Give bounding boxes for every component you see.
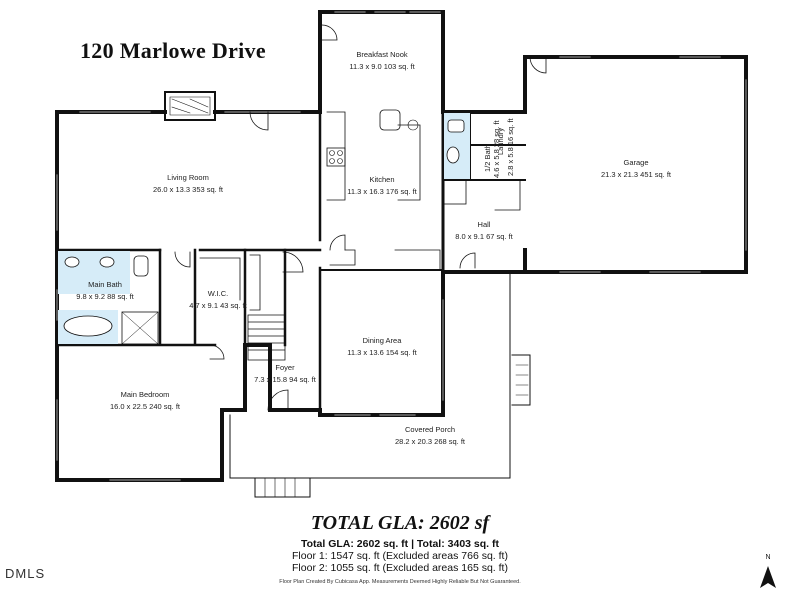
nook-door: [321, 24, 338, 41]
foyer-dims: 7.3 x 15.8 94 sq. ft: [254, 375, 317, 384]
hall-label: Hall: [478, 220, 491, 229]
front-door: [267, 389, 289, 411]
hall-dims: 8.0 x 9.1 67 sq. ft: [455, 232, 513, 241]
main-bath-label: Main Bath: [88, 280, 122, 289]
porch-steps: [254, 354, 531, 498]
wic-label: W.I.C.: [208, 289, 228, 298]
main-bath-sink-right: [99, 256, 115, 268]
breakfast-nook-label: Breakfast Nook: [356, 50, 408, 59]
breakfast-nook-dims: 11.3 x 9.0 103 sq. ft: [349, 62, 415, 71]
main-bath-toilet: [133, 255, 149, 277]
main-bedroom-dims: 16.0 x 22.5 240 sq. ft: [110, 402, 181, 411]
covered-porch-dims: 28.2 x 20.3 268 sq. ft: [395, 437, 466, 446]
living-room-door: [249, 111, 269, 131]
staircase: [247, 314, 286, 361]
property-address-title: 120 Marlowe Drive: [80, 38, 266, 63]
disclaimer: Floor Plan Created By Cubicasa App. Meas…: [279, 579, 521, 585]
main-bath-sink-left: [64, 256, 80, 268]
north-label: N: [765, 554, 771, 561]
closet-shelf: [249, 254, 261, 311]
garage-dims: 21.3 x 21.3 451 sq. ft: [601, 170, 672, 179]
step-lines: [264, 364, 529, 498]
covered-porch-label: Covered Porch: [405, 425, 455, 434]
floor-1-area: Floor 1: 1547 sq. ft (Excluded areas 766…: [292, 550, 508, 562]
fireplace: [164, 91, 216, 121]
wic-shelf: [199, 257, 241, 301]
dining-area-dims: 11.3 x 13.6 154 sq. ft: [347, 348, 417, 357]
living-room-dims: 26.0 x 13.3 353 sq. ft: [153, 185, 224, 194]
breakfast-table: [379, 109, 401, 131]
floor-2-area: Floor 2: 1055 sq. ft (Excluded areas 165…: [292, 562, 508, 574]
laundry-label: Laundry: [496, 128, 505, 155]
windows: [56, 11, 747, 481]
porch-outline: [221, 271, 511, 481]
half-bath-dims: 4.6 x 5.8 28 sq. ft: [492, 120, 501, 178]
main-bedroom-label: Main Bedroom: [121, 390, 170, 399]
bath-door: [174, 251, 191, 268]
hall-stair: [494, 179, 521, 211]
mls-watermark: DMLS: [5, 566, 46, 581]
range-cooktop: [326, 147, 346, 167]
half-bath-toilet: [446, 146, 460, 164]
bathtub: [63, 315, 113, 337]
closet-door: [282, 251, 304, 273]
kitchen-sink: [407, 119, 419, 131]
north-arrow-icon: [760, 566, 776, 588]
interior-walls: [55, 110, 322, 412]
half-bath-label: 1/2 Bath: [483, 144, 492, 172]
garage-door: [529, 56, 547, 74]
shower: [121, 311, 159, 345]
bedroom-door: [209, 344, 225, 360]
fireplace-hatch: [169, 96, 211, 116]
total-gla-heading: TOTAL GLA: 2602 sf: [310, 512, 490, 534]
bath-closet-walls: [55, 248, 287, 347]
laundry-dims: 2.8 x 5.8 16 sq. ft: [506, 118, 515, 176]
wic-dims: 4.7 x 9.1 43 sq. ft: [189, 301, 247, 310]
pantry-door: [329, 234, 346, 251]
half-bath-sink: [447, 119, 465, 133]
pantry: [329, 249, 356, 266]
garage-label: Garage: [623, 158, 648, 167]
kitchen-dims: 11.3 x 16.3 176 sq. ft: [347, 187, 417, 196]
total-summary: Total GLA: 2602 sq. ft | Total: 3403 sq.…: [301, 538, 499, 550]
main-bath-dims: 9.8 x 9.2 88 sq. ft: [76, 292, 134, 301]
hall-closet: [443, 179, 467, 205]
dining-area-label: Dining Area: [363, 336, 403, 345]
foyer-label: Foyer: [275, 363, 295, 372]
living-room-label: Living Room: [167, 173, 209, 182]
hall-door: [459, 252, 476, 269]
kitchen-label: Kitchen: [369, 175, 394, 184]
